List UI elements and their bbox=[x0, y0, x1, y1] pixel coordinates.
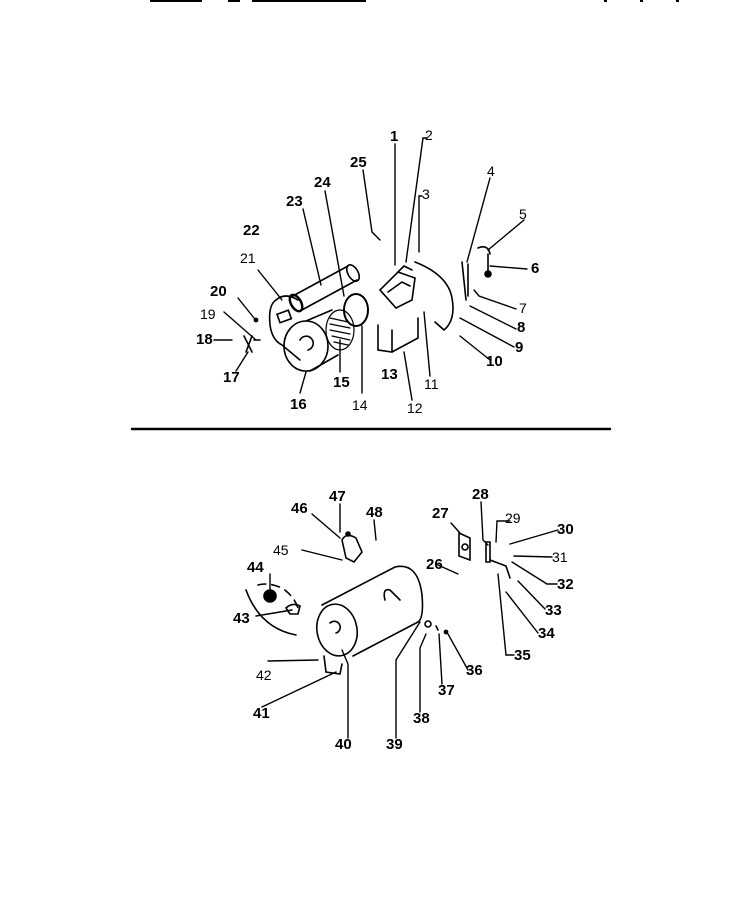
part-label-37: 37 bbox=[438, 682, 455, 699]
part-label-28: 28 bbox=[472, 486, 489, 503]
part-label-38: 38 bbox=[413, 710, 430, 727]
part-label-6: 6 bbox=[531, 260, 540, 277]
part-label-16: 16 bbox=[290, 396, 307, 413]
part-label-19: 19 bbox=[200, 306, 216, 322]
part-label-1: 1 bbox=[390, 128, 399, 145]
part-label-44: 44 bbox=[247, 559, 264, 576]
part-13-bracket bbox=[377, 317, 419, 353]
part-label-26: 26 bbox=[426, 556, 443, 573]
parts-17-20-hardware bbox=[243, 317, 261, 353]
part-4-rod bbox=[461, 261, 469, 301]
part-label-39: 39 bbox=[386, 736, 403, 753]
cropped-header-rule bbox=[0, 0, 752, 4]
part-label-18: 18 bbox=[196, 331, 213, 348]
part-label-34: 34 bbox=[538, 625, 555, 642]
part-39-drum bbox=[315, 565, 424, 657]
part-label-41: 41 bbox=[253, 705, 270, 722]
part-41-bracket bbox=[323, 655, 343, 675]
part-label-33: 33 bbox=[545, 602, 562, 619]
part-label-46: 46 bbox=[291, 500, 308, 517]
part-label-36: 36 bbox=[466, 662, 483, 679]
part-label-32: 32 bbox=[557, 576, 574, 593]
part-21-housing bbox=[268, 295, 301, 361]
part-27-plate bbox=[458, 531, 471, 562]
part-label-22: 22 bbox=[243, 222, 260, 239]
part-label-3: 3 bbox=[422, 186, 430, 202]
part-label-20: 20 bbox=[210, 283, 227, 300]
leader-lines-upper bbox=[213, 137, 528, 401]
part-label-21: 21 bbox=[240, 250, 256, 266]
part-label-9: 9 bbox=[515, 339, 524, 356]
leader-lines-lower bbox=[255, 501, 559, 739]
part-label-14: 14 bbox=[352, 397, 368, 413]
part-10-arc bbox=[414, 261, 454, 331]
part-label-10: 10 bbox=[486, 353, 503, 370]
part-label-13: 13 bbox=[381, 366, 398, 383]
part-label-29: 29 bbox=[505, 510, 521, 526]
part-label-42: 42 bbox=[256, 667, 272, 683]
part-label-11: 11 bbox=[424, 376, 439, 392]
part-label-35: 35 bbox=[514, 647, 531, 664]
part-28-bracket bbox=[485, 541, 511, 579]
part-label-23: 23 bbox=[286, 193, 303, 210]
part-23-tube bbox=[288, 264, 361, 313]
part-label-43: 43 bbox=[233, 610, 250, 627]
part-label-2: 2 bbox=[425, 127, 433, 143]
part-label-25: 25 bbox=[350, 154, 367, 171]
parts-36-38-hardware bbox=[424, 620, 449, 635]
part-label-47: 47 bbox=[329, 488, 346, 505]
part-5-6-fitting bbox=[477, 246, 492, 278]
part-label-8: 8 bbox=[517, 319, 526, 336]
part-label-40: 40 bbox=[335, 736, 352, 753]
part-43-44-cover bbox=[245, 583, 301, 636]
part-label-5: 5 bbox=[519, 206, 527, 222]
part-1-block bbox=[378, 265, 416, 309]
part-label-4: 4 bbox=[487, 163, 495, 179]
part-label-48: 48 bbox=[366, 504, 383, 521]
part-label-31: 31 bbox=[552, 549, 568, 565]
part-label-12: 12 bbox=[407, 400, 423, 416]
part-label-17: 17 bbox=[223, 369, 240, 386]
part-45-46-block bbox=[341, 531, 363, 564]
part-14-ring bbox=[343, 293, 369, 327]
part-label-27: 27 bbox=[432, 505, 449, 522]
part-label-24: 24 bbox=[314, 174, 331, 191]
part-label-15: 15 bbox=[333, 374, 350, 391]
part-16-motor bbox=[283, 309, 339, 372]
part-label-30: 30 bbox=[557, 521, 574, 538]
part-label-45: 45 bbox=[273, 542, 289, 558]
part-label-7: 7 bbox=[519, 300, 527, 316]
